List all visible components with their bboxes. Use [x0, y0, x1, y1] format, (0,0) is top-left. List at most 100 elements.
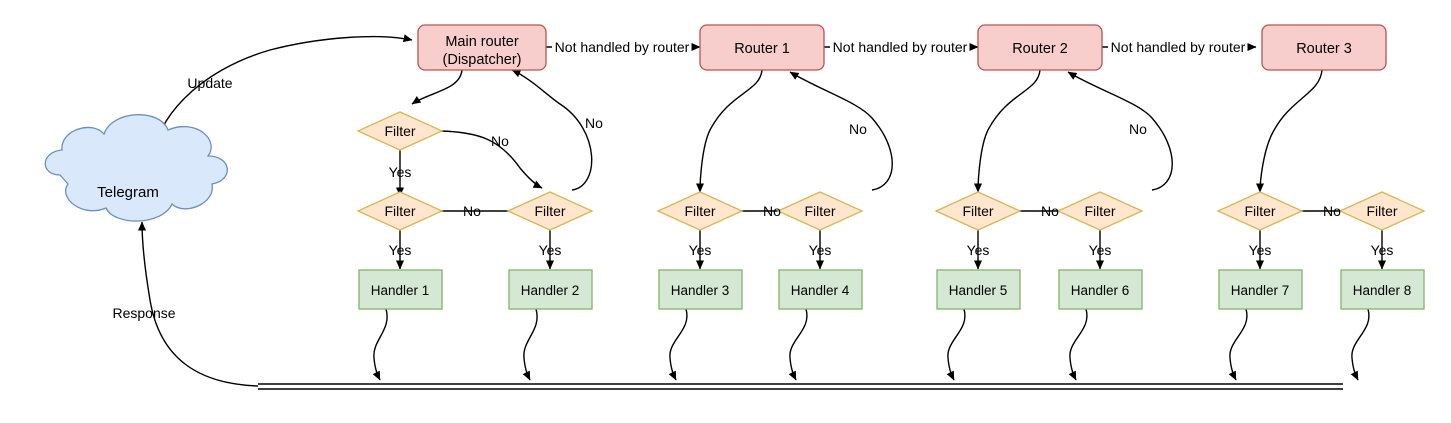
node-router-2[interactable]: Router 2 [977, 24, 1103, 71]
edge-response [138, 221, 259, 387]
edge-label-no-f4-f5: No [763, 203, 781, 219]
edge-label-no-f5-r1: No [849, 121, 867, 137]
filter-4-diamond [656, 191, 744, 231]
node-filter-1[interactable]: Filter [356, 111, 444, 151]
edge-label-response: Response [112, 305, 175, 321]
edge-label-no-f2-main: No [585, 115, 603, 131]
filter-6-label: Filter [962, 203, 993, 219]
node-handler-3[interactable]: Handler 3 [658, 269, 743, 310]
node-handler-4[interactable]: Handler 4 [778, 269, 863, 310]
handler-2-box [508, 269, 593, 310]
telegram-cloud[interactable]: Telegram [44, 114, 228, 222]
edge-f1-no-to-f2 [439, 130, 543, 189]
handler-6-box [1058, 269, 1143, 310]
edge-h2-to-bus [522, 308, 538, 381]
edge-r3-to-f8 [1256, 69, 1323, 193]
node-router-1[interactable]: Router 1 [699, 24, 825, 71]
handler-8-label: Handler 8 [1353, 283, 1412, 298]
node-handler-7[interactable]: Handler 7 [1218, 269, 1303, 310]
edge-r1-to-f4 [696, 69, 763, 193]
edge-label-yes-f7: Yes [1089, 242, 1112, 258]
handler-7-label: Handler 7 [1231, 283, 1290, 298]
edge-h6-to-bus [1068, 308, 1088, 381]
node-filter-7[interactable]: Filter [1056, 191, 1144, 231]
filter-8-diamond [1216, 191, 1304, 231]
main-router-label-line2: (Dispatcher) [443, 52, 522, 68]
filter-3-label: Filter [384, 203, 415, 219]
router-3-box [1261, 24, 1387, 71]
handler-3-box [658, 269, 743, 310]
filter-2-diamond [506, 191, 594, 231]
filter-4-label: Filter [684, 203, 715, 219]
edge-h5-to-bus [946, 308, 966, 381]
router-2-box [977, 24, 1103, 71]
filter-7-diamond [1056, 191, 1144, 231]
node-router-3[interactable]: Router 3 [1261, 24, 1387, 71]
node-handler-1[interactable]: Handler 1 [358, 269, 443, 310]
edge-label-yes-f4: Yes [689, 242, 712, 258]
filter-1-label: Filter [384, 123, 415, 139]
edge-label-yes-f9: Yes [1371, 242, 1394, 258]
edge-label-yes-f8: Yes [1249, 242, 1272, 258]
main-router-box [417, 24, 547, 71]
node-filter-5[interactable]: Filter [776, 191, 864, 231]
filter-1-diamond [356, 111, 444, 151]
handler-7-box [1218, 269, 1303, 310]
edge-label-no-f1: No [491, 133, 509, 149]
cloud-shape [44, 114, 228, 222]
edge-label-yes-f5: Yes [809, 242, 832, 258]
edge-h1-to-bus [372, 308, 388, 381]
node-handler-8[interactable]: Handler 8 [1340, 269, 1425, 310]
edge-label-not-handled-2: Not handled by router [833, 39, 968, 55]
filter-6-diamond [934, 191, 1022, 231]
filter-2-label: Filter [534, 203, 565, 219]
filter-7-label: Filter [1084, 203, 1115, 219]
handler-3-label: Handler 3 [671, 283, 730, 298]
telegram-label: Telegram [97, 184, 159, 201]
filter-5-label: Filter [804, 203, 835, 219]
handler-1-box [358, 269, 443, 310]
edge-label-no-f3-f2: No [463, 203, 481, 219]
edge-label-not-handled-1: Not handled by router [555, 39, 690, 55]
router-1-box [699, 24, 825, 71]
edge-h7-to-bus [1228, 308, 1248, 381]
edge-r2-to-f6 [974, 69, 1041, 193]
handler-5-box [936, 269, 1021, 310]
node-filter-2[interactable]: Filter [506, 191, 594, 231]
node-filter-3[interactable]: Filter [356, 191, 444, 231]
router-2-label: Router 2 [1012, 41, 1068, 57]
filter-8-label: Filter [1244, 203, 1275, 219]
edge-label-no-f7-r2: No [1129, 121, 1147, 137]
node-filter-4[interactable]: Filter [656, 191, 744, 231]
handler-8-box [1340, 269, 1425, 310]
handler-2-label: Handler 2 [521, 283, 580, 298]
node-filter-6[interactable]: Filter [934, 191, 1022, 231]
node-handler-2[interactable]: Handler 2 [508, 269, 593, 310]
handler-4-box [778, 269, 863, 310]
handler-4-label: Handler 4 [791, 283, 850, 298]
filter-9-diamond [1338, 191, 1426, 231]
router-3-label: Router 3 [1296, 41, 1352, 57]
edge-label-yes-f6: Yes [967, 242, 990, 258]
filter-9-label: Filter [1366, 203, 1397, 219]
edge-h4-to-bus [788, 308, 808, 381]
handler-6-label: Handler 6 [1071, 283, 1130, 298]
edge-label-yes-f3: Yes [389, 242, 412, 258]
response-bus [258, 383, 1343, 390]
router-1-label: Router 1 [734, 41, 790, 57]
edge-h8-to-bus [1350, 308, 1370, 381]
node-filter-8[interactable]: Filter [1216, 191, 1304, 231]
edge-label-yes-f1: Yes [389, 164, 412, 180]
node-filter-9[interactable]: Filter [1338, 191, 1426, 231]
edge-label-no-f8-f9: No [1323, 203, 1341, 219]
handler-1-label: Handler 1 [371, 283, 430, 298]
node-main-router[interactable]: Main router (Dispatcher) [417, 24, 547, 71]
node-handler-6[interactable]: Handler 6 [1058, 269, 1143, 310]
edge-label-yes-f2: Yes [539, 242, 562, 258]
edge-main-to-f1 [411, 69, 463, 105]
edge-label-not-handled-3: Not handled by router [1111, 39, 1246, 55]
edge-f2-no-to-main [511, 69, 593, 191]
node-handler-5[interactable]: Handler 5 [936, 269, 1021, 310]
edge-label-no-f6-f7: No [1041, 203, 1059, 219]
